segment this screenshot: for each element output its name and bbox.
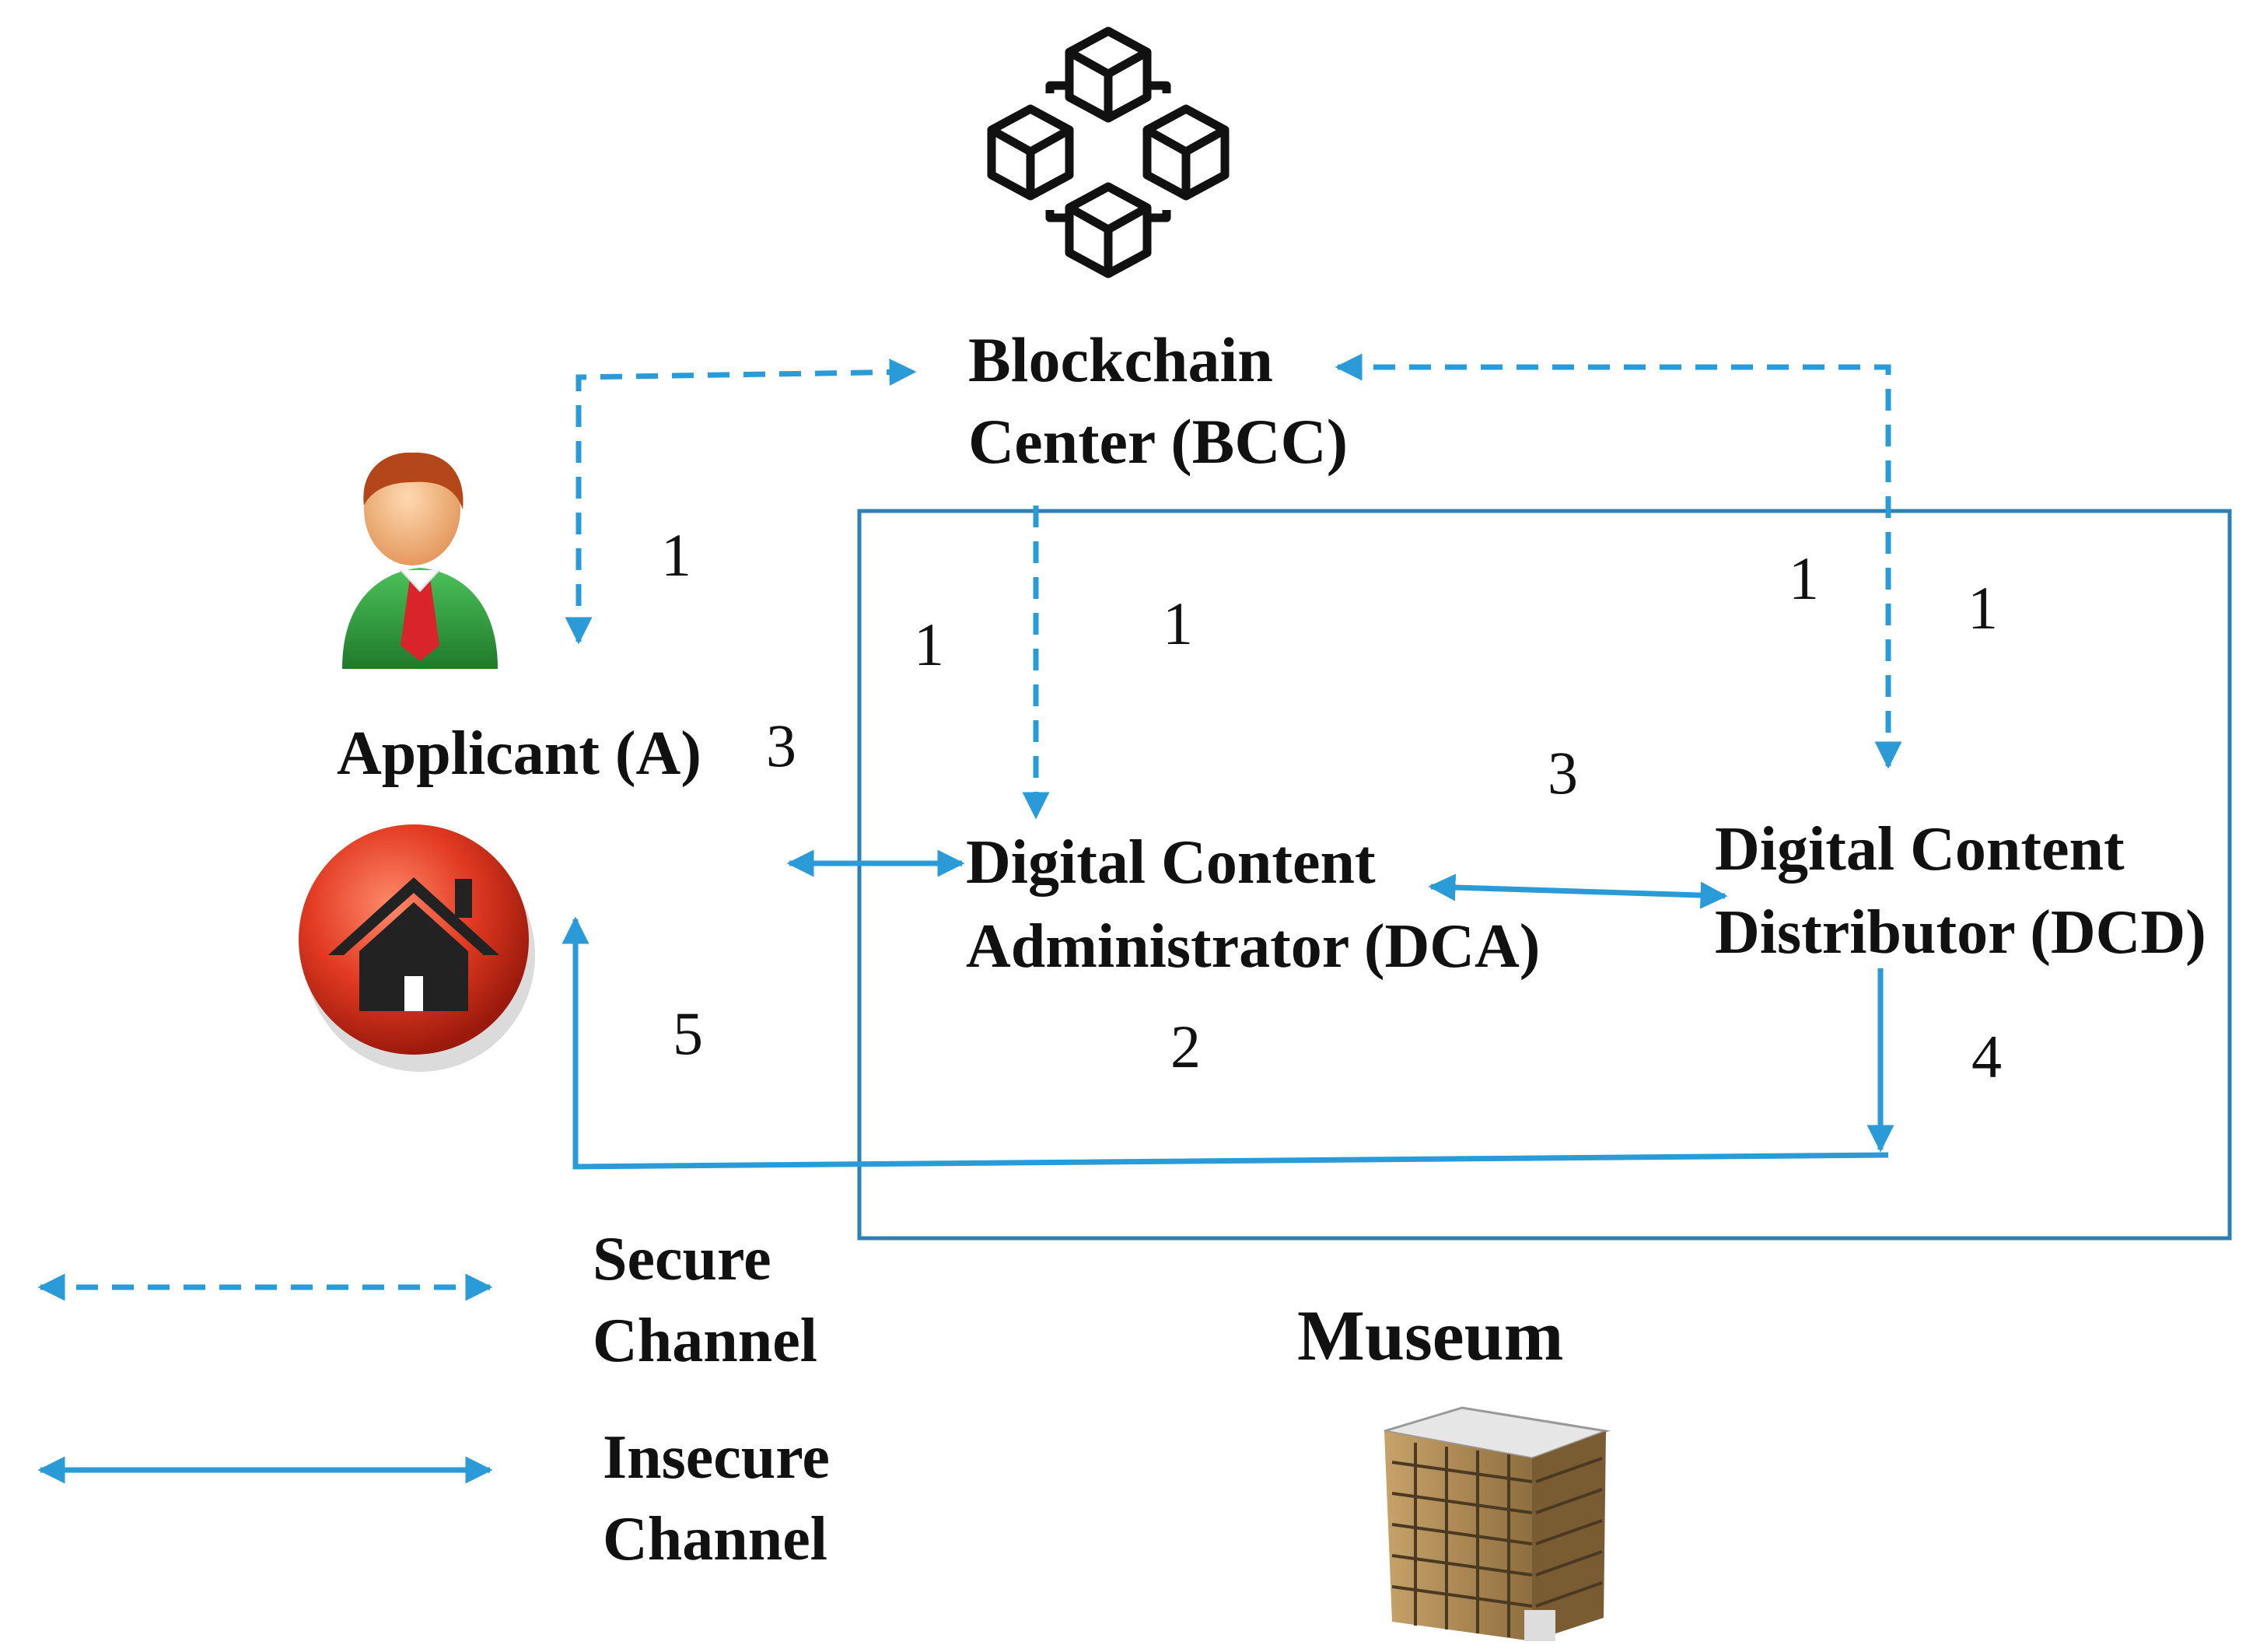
step-number: 1 <box>661 521 691 589</box>
insecure-channel-dca-dcd <box>1428 873 1728 909</box>
dcd-label-line2: Distributor (DCD) <box>1715 898 2206 967</box>
legend-insecure-label-line2: Channel <box>603 1505 827 1573</box>
applicant-person-icon <box>342 452 498 669</box>
step-number: 1 <box>1789 544 1819 612</box>
step-number: 5 <box>673 999 703 1067</box>
dca-label-line2: Administrator (DCA) <box>966 912 1540 981</box>
home-icon <box>299 824 535 1072</box>
legend-secure-label-line2: Channel <box>593 1307 817 1375</box>
legend-secure-label-line1: Secure <box>593 1225 771 1293</box>
secure-channel-bcc-applicant <box>565 359 917 645</box>
step-number: 3 <box>766 712 796 779</box>
dcd-label-line1: Digital Content <box>1715 815 2125 884</box>
museum-building-icon <box>1384 1406 1611 1641</box>
secure-channel-bcc-dcd <box>1335 353 1902 769</box>
museum-label: Museum <box>1297 1296 1563 1375</box>
step-number: 1 <box>1163 590 1193 657</box>
step-number: 1 <box>914 611 944 678</box>
step-number: 2 <box>1170 1013 1201 1080</box>
blockchain-icon <box>987 26 1230 278</box>
dca-label-line1: Digital Content <box>966 828 1376 897</box>
step-number: 4 <box>1971 1023 2002 1090</box>
step-number: 3 <box>1548 739 1578 807</box>
step-number: 1 <box>1968 574 1998 642</box>
applicant-label: Applicant (A) <box>337 719 701 788</box>
bcc-label-line2: Center (BCC) <box>968 406 1348 477</box>
bcc-label-line1: Blockchain <box>968 324 1273 395</box>
legend-insecure-label-line1: Insecure <box>603 1423 830 1492</box>
insecure-channel-return-applicant <box>562 916 1889 1170</box>
